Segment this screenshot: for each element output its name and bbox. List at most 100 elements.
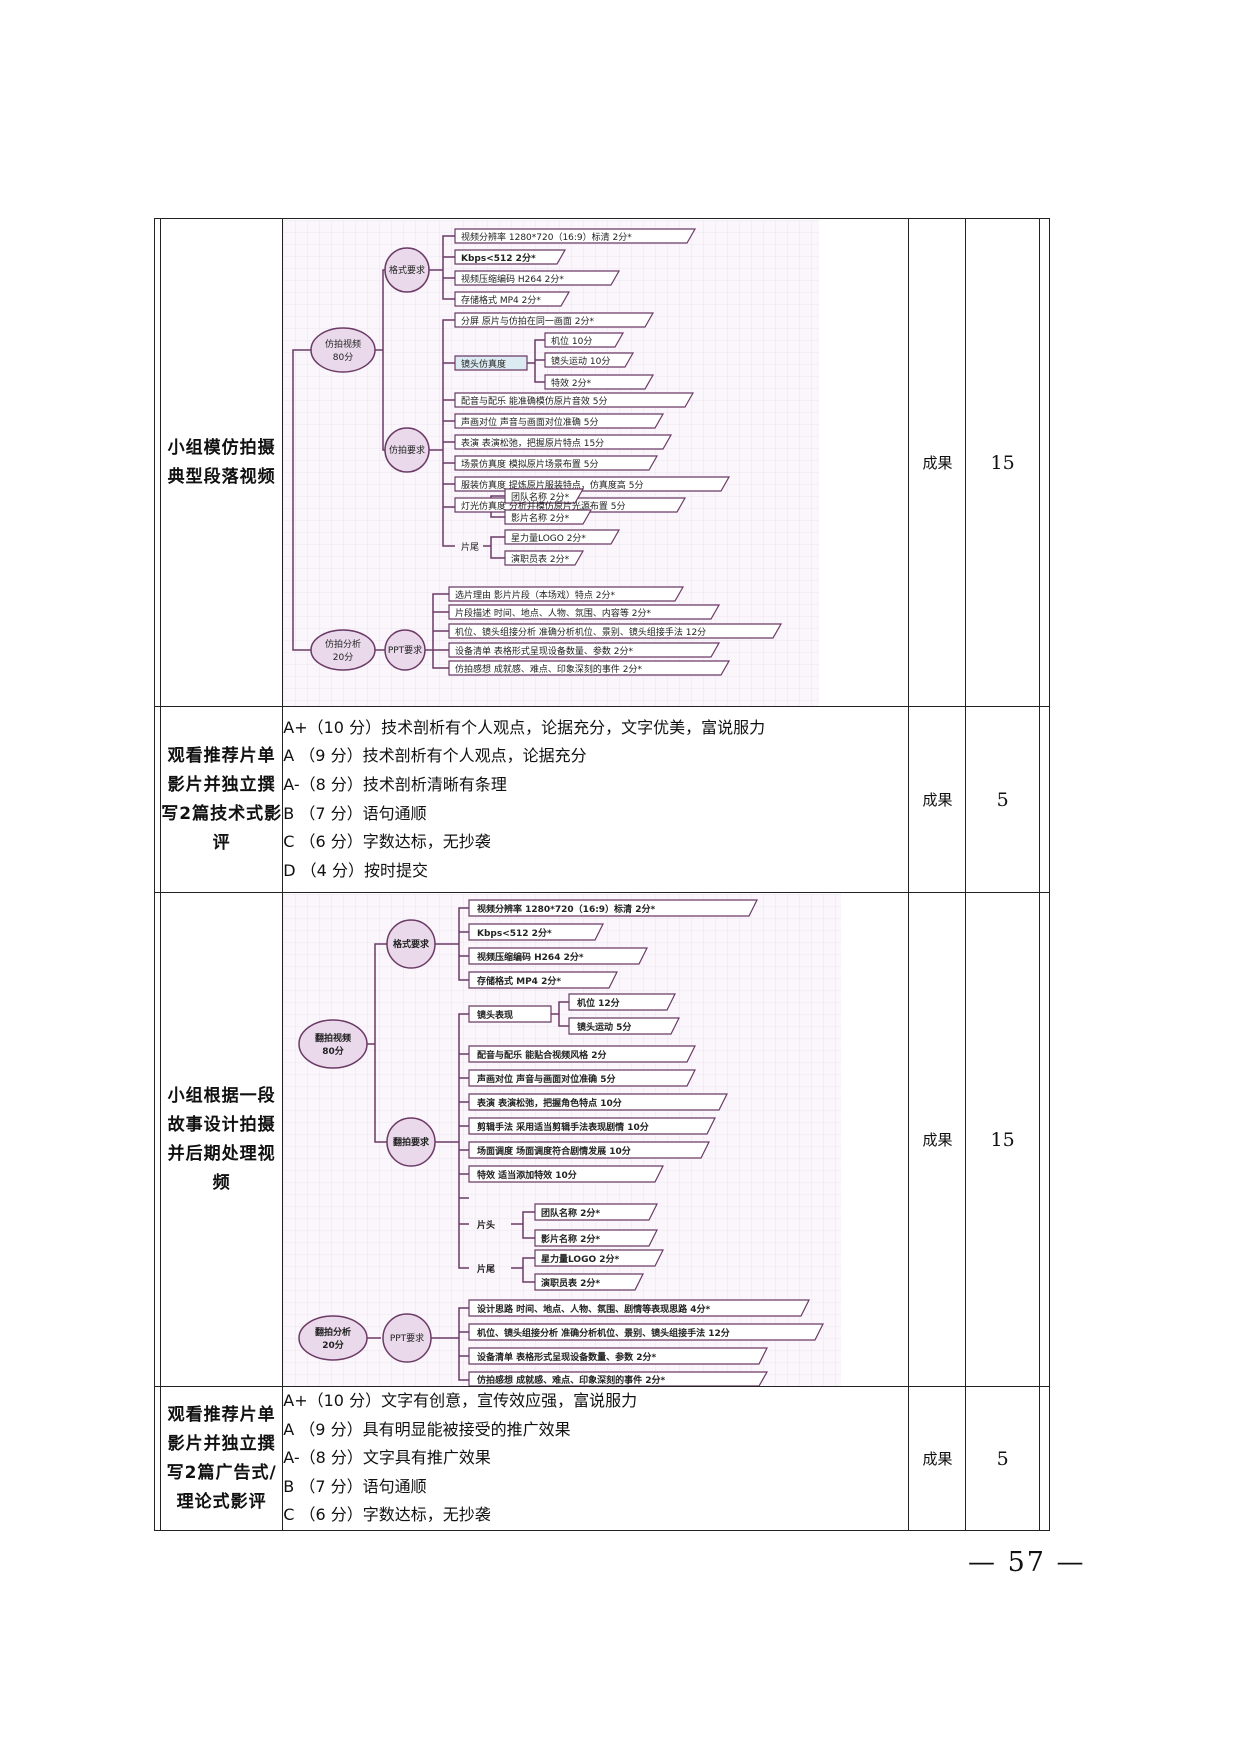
criteria-item: C （6 分）字数达标，无抄袭 xyxy=(283,832,491,852)
margin-cell xyxy=(1038,892,1051,1387)
node-label: 翻拍分析 xyxy=(315,1326,351,1338)
leaf-text: 场面调度 场面调度符合剧情发展 10分 xyxy=(477,1145,631,1157)
score: 15 xyxy=(965,218,1040,707)
criteria-item: A+（10 分）技术剖析有个人观点，论据充分，文字优美，富说服力 xyxy=(283,717,766,737)
leaf-text: 表演 表演松弛，把握原片特点 15分 xyxy=(461,437,604,449)
leaf-text: 片段描述 时间、地点、人物、氛围、内容等 2分* xyxy=(455,607,651,619)
table-row: 观看推荐片单影片并独立撰写2篇广告式/理论式影评 A+（10 分）文字有创意，宣… xyxy=(153,1386,1051,1531)
leaf-text: 片尾 xyxy=(461,541,479,553)
score: 15 xyxy=(965,892,1040,1387)
cloud-node-1: 翻拍视频 80分 xyxy=(298,1018,369,1069)
table-row: 小组模仿拍摄典型段落视频 xyxy=(153,218,1051,707)
group-label: 格式要求 xyxy=(393,938,430,950)
mindmap-leaves: 视频分辨率 1280*720（16:9）标清 2分* Kbps<512 2分* … xyxy=(455,231,706,675)
group-node: 仿拍要求 xyxy=(384,426,431,473)
group-node: 格式要求 xyxy=(384,246,431,293)
margin-cell xyxy=(1038,1386,1051,1531)
leaf-text: 视频压缩编码 H264 2分* xyxy=(461,273,564,285)
leaf-text: 灯光仿真度 分析并模仿原片光源布置 5分 xyxy=(461,500,625,512)
group-node: PPT要求 xyxy=(382,1312,433,1363)
node-label: 翻拍视频 xyxy=(315,1032,351,1044)
criteria-item: A-（8 分）文字具有推广效果 xyxy=(283,1448,491,1468)
result-type: 成果 xyxy=(908,218,967,707)
leaf-text: 声画对位 声音与画面对位准确 5分 xyxy=(461,416,598,428)
evaluation-table: 小组模仿拍摄典型段落视频 xyxy=(153,218,1051,1531)
leaf-text: Kbps<512 2分* xyxy=(461,252,536,264)
result-type: 成果 xyxy=(908,892,967,1387)
leaf-text: 团队名称 2分* xyxy=(541,1207,600,1219)
leaf-text: 团队名称 2分* xyxy=(511,491,570,503)
leaf-text: 机位 10分 xyxy=(551,335,592,347)
node-score: 80分 xyxy=(333,352,353,363)
leaf-text: 配音与配乐 能准确模仿原片音效 5分 xyxy=(461,395,607,407)
cloud-node-1: 仿拍视频 80分 xyxy=(310,326,377,373)
leaf-text: 分屏 原片与仿拍在同一画面 2分* xyxy=(461,315,594,327)
task-name: 小组根据一段故事设计拍摄并后期处理视频 xyxy=(160,892,284,1387)
leaf-text: 演职员表 2分* xyxy=(511,553,570,565)
leaf-text: 剪辑手法 采用适当剪辑手法表现剧情 10分 xyxy=(477,1121,649,1133)
node-score: 20分 xyxy=(333,652,353,663)
mindmap-cell: 翻拍视频 80分 翻拍分析 20分 格式要求 翻拍要求 xyxy=(282,892,910,1387)
leaf-text: 镜头运动 5分 xyxy=(577,1021,631,1033)
node-score: 80分 xyxy=(323,1045,345,1057)
node-label: 仿拍视频 xyxy=(325,338,361,350)
task-name: 观看推荐片单影片并独立撰写2篇技术式影评 xyxy=(160,706,284,893)
result-type: 成果 xyxy=(908,1386,967,1531)
table-row: 小组根据一段故事设计拍摄并后期处理视频 xyxy=(153,892,1051,1387)
score: 5 xyxy=(965,1386,1040,1531)
leaf-text: 存储格式 MP4 2分* xyxy=(477,975,561,987)
leaf-text: 镜头表现 xyxy=(477,1009,513,1021)
group-node: 翻拍要求 xyxy=(386,1116,437,1167)
leaf-text: 影片名称 2分* xyxy=(541,1233,600,1245)
leaf-text: 影片名称 2分* xyxy=(511,512,570,524)
table-row: 观看推荐片单影片并独立撰写2篇技术式影评 A+（10 分）技术剖析有个人观点，论… xyxy=(153,706,1051,893)
leaf-text: 片尾 xyxy=(477,1263,495,1275)
leaf-text: 表演 表演松弛，把握角色特点 10分 xyxy=(476,1097,622,1109)
cloud-node-2: 仿拍分析 20分 xyxy=(310,628,377,671)
cloud-node-2: 翻拍分析 20分 xyxy=(298,1314,369,1361)
page-number: — 57 — xyxy=(968,1547,1086,1578)
leaf-text: 设备清单 表格形式呈现设备数量、参数 2分* xyxy=(455,645,633,657)
leaf-text: 选片理由 影片片段（本场戏）特点 2分* xyxy=(455,589,615,601)
score: 5 xyxy=(965,706,1040,893)
criteria-item: A （9 分）技术剖析有个人观点，论据充分 xyxy=(283,746,587,766)
leaf-text: 服装仿真度 提炼原片服装特点，仿真度高 5分 xyxy=(461,479,643,491)
group-label: 翻拍要求 xyxy=(393,1136,430,1148)
leaf-text: 配音与配乐 能贴合视频风格 2分 xyxy=(477,1049,607,1061)
criteria-item: C （6 分）字数达标，无抄袭 xyxy=(283,1505,491,1525)
leaf-text: 机位、镜头组接分析 准确分析机位、景别、镜头组接手法 12分 xyxy=(455,626,706,638)
margin-cell xyxy=(1038,218,1051,707)
criteria-item: A-（8 分）技术剖析清晰有条理 xyxy=(283,774,507,794)
margin-cell xyxy=(153,1386,162,1531)
leaf-text: 设备清单 表格形式呈现设备数量、参数 2分* xyxy=(477,1351,657,1363)
result-type: 成果 xyxy=(908,706,967,893)
mindmap-cell: 仿拍视频 80分 仿拍分析 20分 格式要求 仿拍要求 xyxy=(282,218,910,707)
criteria-item: B （7 分）语句通顺 xyxy=(283,803,427,823)
criteria-item: A （9 分）具有明显能被接受的推广效果 xyxy=(283,1419,571,1439)
leaf-text: 存储格式 MP4 2分* xyxy=(461,294,541,306)
node-label: 仿拍分析 xyxy=(325,638,361,650)
margin-cell xyxy=(1038,706,1051,893)
leaf-text: 演职员表 2分* xyxy=(541,1277,600,1289)
group-label: PPT要求 xyxy=(388,644,422,656)
leaf-text: 机位、镜头组接分析 准确分析机位、景别、镜头组接手法 12分 xyxy=(477,1327,730,1339)
leaf-text: 特效 适当添加特效 10分 xyxy=(477,1169,577,1181)
leaf-text: 镜头仿真度 xyxy=(461,358,506,370)
criteria-list: A+（10 分）技术剖析有个人观点，论据充分，文字优美，富说服力 A （9 分）… xyxy=(282,706,910,893)
criteria-item: D （4 分）按时提交 xyxy=(283,860,428,880)
criteria-item: A+（10 分）文字有创意，宣传效应强，富说服力 xyxy=(283,1391,638,1411)
group-label: 仿拍要求 xyxy=(389,444,425,456)
group-node: PPT要求 xyxy=(384,628,427,671)
leaf-text: 仿拍感想 成就感、难点、印象深刻的事件 2分* xyxy=(455,663,642,675)
task-name: 观看推荐片单影片并独立撰写2篇广告式/理论式影评 xyxy=(160,1386,284,1531)
task-name: 小组模仿拍摄典型段落视频 xyxy=(160,218,284,707)
leaf-text: 镜头运动 10分 xyxy=(551,355,610,367)
mindmap-imitation: 仿拍视频 80分 仿拍分析 20分 格式要求 仿拍要求 xyxy=(283,219,820,706)
node-score: 20分 xyxy=(323,1339,345,1351)
mindmap-remake: 翻拍视频 80分 翻拍分析 20分 格式要求 翻拍要求 xyxy=(283,893,842,1386)
leaf-text: 场景仿真度 模拟原片场景布置 5分 xyxy=(461,458,598,470)
leaf-text: 设计思路 时间、地点、人物、氛围、剧情等表现思路 4分* xyxy=(477,1303,711,1315)
group-label: PPT要求 xyxy=(390,1332,424,1344)
leaf-text: 片头 xyxy=(477,1219,495,1231)
criteria-item: B （7 分）语句通顺 xyxy=(283,1476,427,1496)
